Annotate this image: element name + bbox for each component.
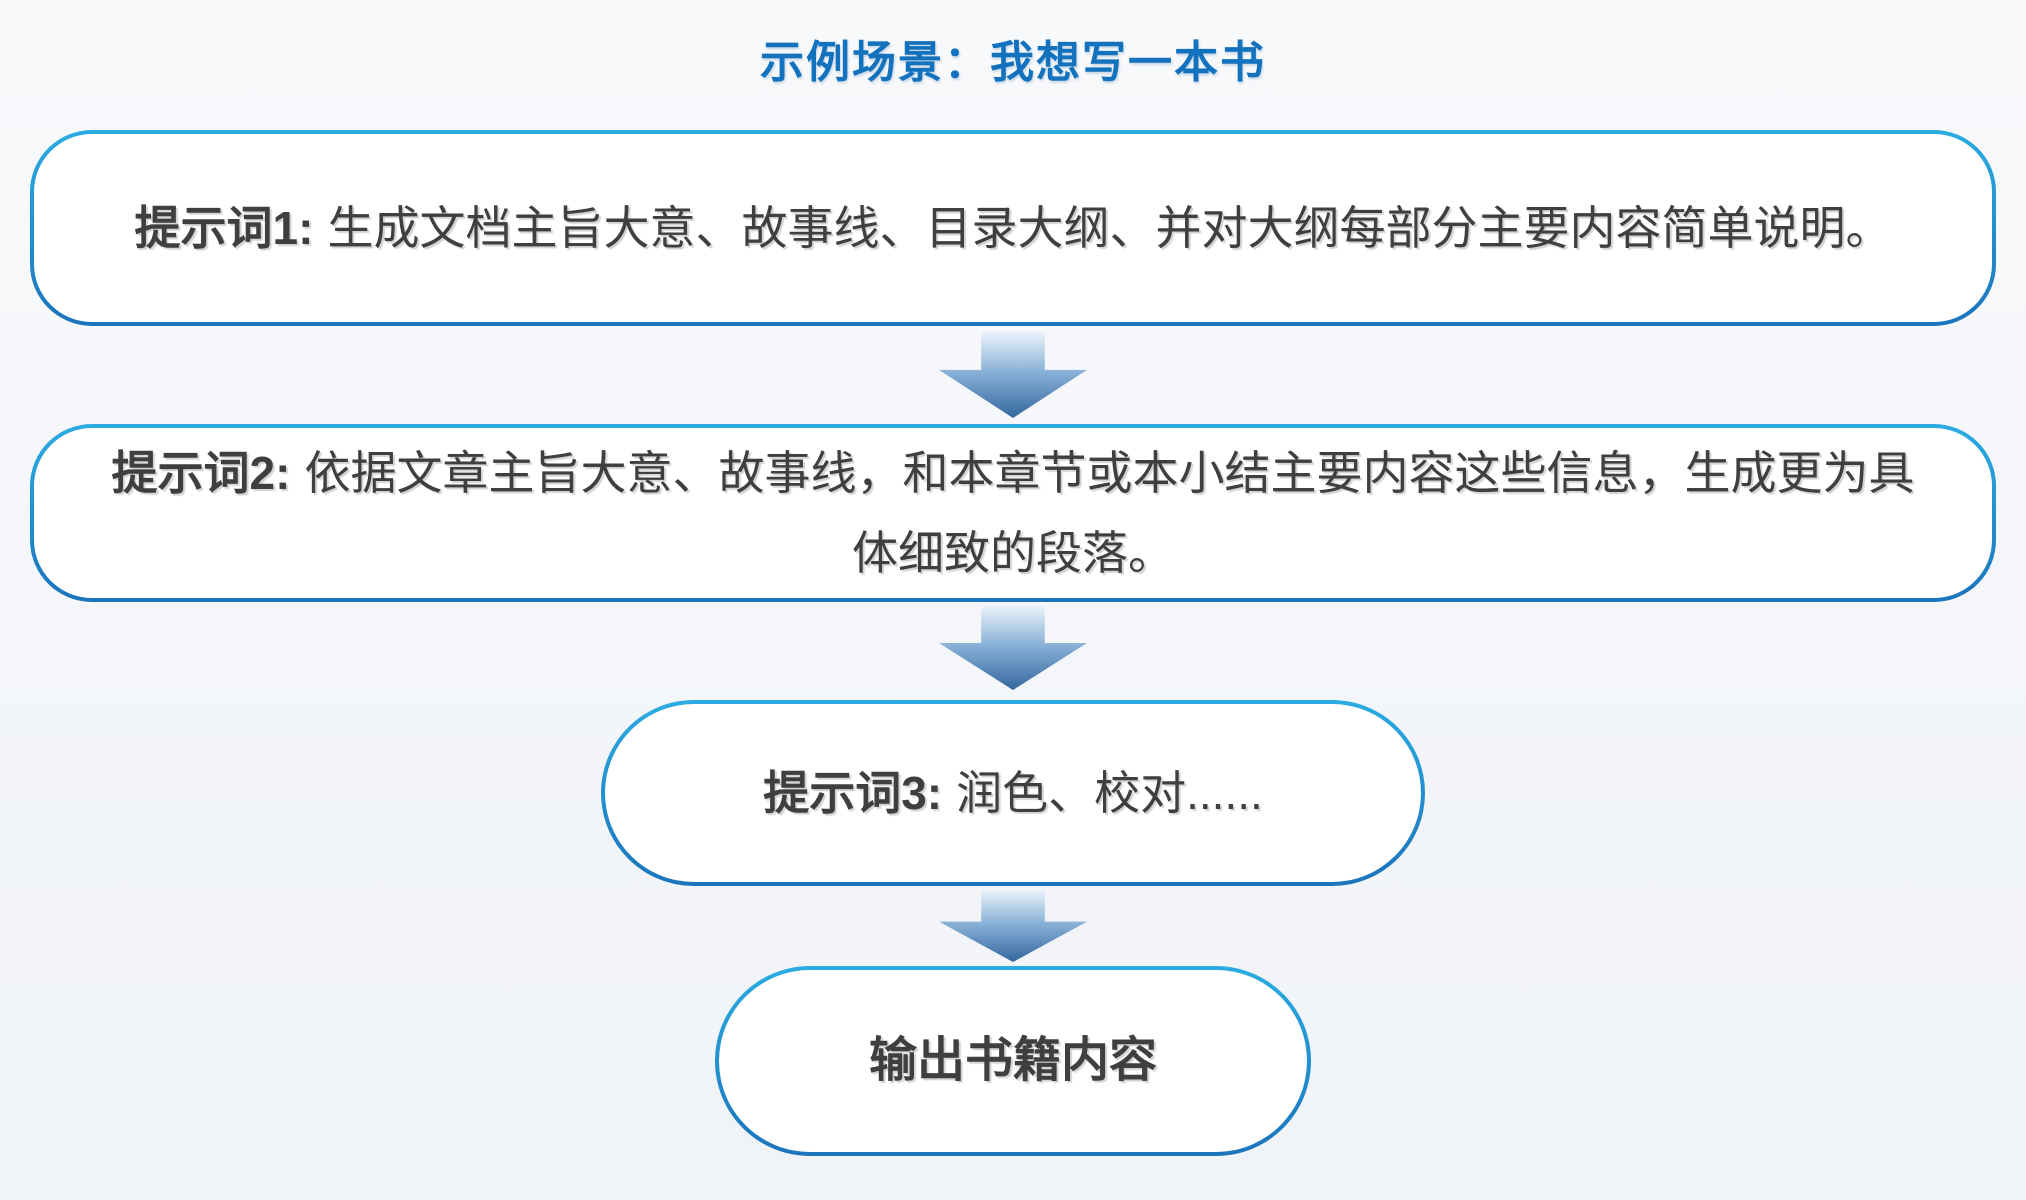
flow-step-box: 输出书籍内容 — [719, 970, 1307, 1152]
flow-step-label: 提示词1: — [134, 202, 314, 254]
flow-step-output: 输出书籍内容 — [715, 966, 1311, 1156]
flow-step-prompt-1: 提示词1:生成文档主旨大意、故事线、目录大纲、并对大纲每部分主要内容简单说明。 — [30, 130, 1996, 326]
flow-step-label: 提示词2: — [111, 447, 291, 499]
flow-step-prompt-2: 提示词2:依据文章主旨大意、故事线，和本章节或本小结主要内容这些信息，生成更为具… — [30, 424, 1996, 602]
flow-step-label: 提示词3: — [763, 767, 943, 819]
page-title: 示例场景：我想写一本书 — [760, 38, 1266, 87]
flow-step-description: 润色、校对...... — [956, 767, 1263, 819]
flow-step-description: 生成文档主旨大意、故事线、目录大纲、并对大纲每部分主要内容简单说明。 — [327, 202, 1892, 254]
flow-step-box: 提示词2:依据文章主旨大意、故事线，和本章节或本小结主要内容这些信息，生成更为具… — [34, 428, 1992, 598]
flow-step-text: 提示词2:依据文章主旨大意、故事线，和本章节或本小结主要内容这些信息，生成更为具… — [96, 433, 1930, 593]
flow-step-text: 提示词3:润色、校对...... — [763, 753, 1263, 833]
flow-step-description: 输出书籍内容 — [868, 1034, 1157, 1087]
flow-step-text: 输出书籍内容 — [869, 1021, 1157, 1101]
flow-step-prompt-3: 提示词3:润色、校对...... — [601, 700, 1425, 886]
down-arrow-icon — [939, 332, 1087, 418]
down-arrow-icon — [939, 890, 1087, 962]
flow-step-text: 提示词1:生成文档主旨大意、故事线、目录大纲、并对大纲每部分主要内容简单说明。 — [135, 188, 1892, 268]
flow-step-box: 提示词1:生成文档主旨大意、故事线、目录大纲、并对大纲每部分主要内容简单说明。 — [34, 134, 1992, 322]
down-arrow-icon — [939, 606, 1087, 690]
flow-step-description: 依据文章主旨大意、故事线，和本章节或本小结主要内容这些信息，生成更为具体细致的段… — [304, 447, 1915, 579]
flow-step-box: 提示词3:润色、校对...... — [605, 704, 1421, 882]
